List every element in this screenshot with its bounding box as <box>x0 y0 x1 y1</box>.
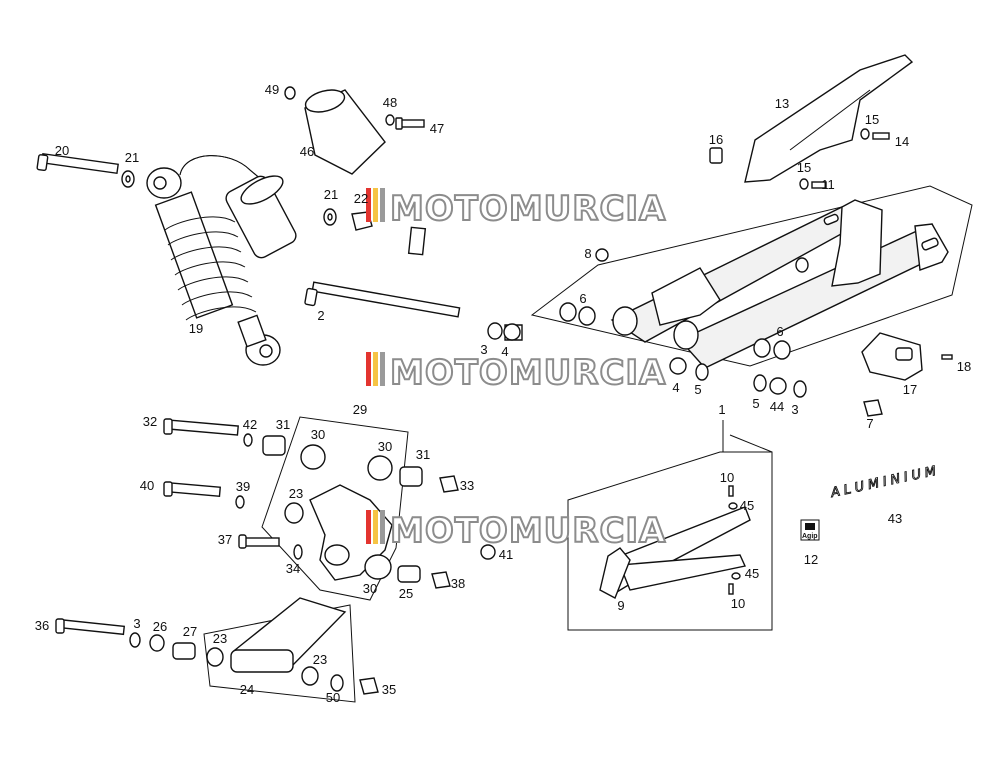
callout-10: 10 <box>731 596 745 611</box>
callout-23: 23 <box>289 486 303 501</box>
callout-13: 13 <box>775 96 789 111</box>
watermark-text: MOTOMURCIA <box>390 189 666 229</box>
watermark-stripe <box>366 352 371 386</box>
linkage-group <box>163 416 496 601</box>
agip-decal: Agip <box>800 519 820 541</box>
callout-33: 33 <box>460 478 474 493</box>
callout-32: 32 <box>143 414 157 429</box>
callout-5: 5 <box>752 396 759 411</box>
watermarks: MOTOMURCIA MOTOMURCIA MOTOMURCIA <box>366 188 666 552</box>
callout-17: 17 <box>903 382 917 397</box>
watermark-stripe <box>373 510 378 544</box>
watermark-stripe <box>373 188 378 222</box>
callout-38: 38 <box>451 576 465 591</box>
watermark: MOTOMURCIA <box>366 188 666 230</box>
callout-14: 14 <box>895 134 909 149</box>
chain-slider-box <box>567 451 773 631</box>
callout-31: 31 <box>416 447 430 462</box>
callout-9: 9 <box>617 598 624 613</box>
callout-48: 48 <box>383 95 397 110</box>
watermark-stripe <box>380 352 385 386</box>
callout-3: 3 <box>133 616 140 631</box>
pivot-small-parts <box>304 208 461 318</box>
callout-15: 15 <box>797 160 811 175</box>
watermark-text: MOTOMURCIA <box>390 353 666 393</box>
callout-23: 23 <box>213 631 227 646</box>
upper-mount-parts <box>284 86 425 175</box>
callout-4: 4 <box>501 344 508 359</box>
chain-slider-block <box>861 332 953 381</box>
callout-4: 4 <box>672 380 679 395</box>
callout-21: 21 <box>125 150 139 165</box>
callout-30: 30 <box>311 427 325 442</box>
shock-absorber <box>146 155 297 366</box>
callout-49: 49 <box>265 82 279 97</box>
callout-8: 8 <box>584 246 591 261</box>
agip-decal-text: Agip <box>802 533 818 540</box>
callout-6: 6 <box>776 324 783 339</box>
watermark-stripe <box>366 188 371 222</box>
callout-11: 11 <box>821 177 835 192</box>
callout-31: 31 <box>276 417 290 432</box>
lower-linkage <box>55 597 379 703</box>
callout-26: 26 <box>153 619 167 634</box>
watermark: MOTOMURCIA <box>366 510 666 552</box>
callout-40: 40 <box>140 478 154 493</box>
callout-18: 18 <box>957 359 971 374</box>
callout-6: 6 <box>579 291 586 306</box>
callout-50: 50 <box>326 690 340 705</box>
callout-34: 34 <box>286 561 300 576</box>
callout-3: 3 <box>480 342 487 357</box>
callout-27: 27 <box>183 624 197 639</box>
aluminium-decal: ALUMINIUM <box>828 463 942 502</box>
callout-30: 30 <box>378 439 392 454</box>
callout-44: 44 <box>770 399 784 414</box>
callout-36: 36 <box>35 618 49 633</box>
callout-2: 2 <box>317 308 324 323</box>
callout-46: 46 <box>300 144 314 159</box>
callout-35: 35 <box>382 682 396 697</box>
callout-12: 12 <box>804 552 818 567</box>
callout-22: 22 <box>354 191 368 206</box>
callout-1: 1 <box>718 402 725 417</box>
callout-24: 24 <box>240 682 254 697</box>
swing-arm <box>530 185 973 369</box>
callout-20: 20 <box>55 143 69 158</box>
watermark-stripe <box>373 352 378 386</box>
callout-23: 23 <box>313 652 327 667</box>
callout-15: 15 <box>865 112 879 127</box>
swing-arm-bearings <box>487 248 883 417</box>
shock-bolt <box>36 152 135 188</box>
aluminium-decal-text: ALUMINIUM <box>829 463 942 501</box>
callout-21: 21 <box>324 187 338 202</box>
callout-5: 5 <box>694 382 701 397</box>
watermark-stripe <box>366 510 371 544</box>
watermark-stripe <box>380 510 385 544</box>
callout-29: 29 <box>353 402 367 417</box>
callout-43: 43 <box>888 511 902 526</box>
callout-25: 25 <box>399 586 413 601</box>
chain-guard <box>709 54 914 190</box>
callout-16: 16 <box>709 132 723 147</box>
watermark-text: MOTOMURCIA <box>390 511 666 551</box>
watermark: MOTOMURCIA <box>366 352 666 394</box>
callout-10: 10 <box>720 470 734 485</box>
callout-39: 39 <box>236 479 250 494</box>
callout-47: 47 <box>430 121 444 136</box>
callout-3: 3 <box>791 402 798 417</box>
callout-7: 7 <box>866 416 873 431</box>
callout-19: 19 <box>189 321 203 336</box>
leader-lines <box>722 420 773 453</box>
callout-45: 45 <box>745 566 759 581</box>
watermark-stripe <box>380 188 385 222</box>
callout-41: 41 <box>499 547 513 562</box>
callout-37: 37 <box>218 532 232 547</box>
callout-30: 30 <box>363 581 377 596</box>
callout-45: 45 <box>740 498 754 513</box>
callout-42: 42 <box>243 417 257 432</box>
